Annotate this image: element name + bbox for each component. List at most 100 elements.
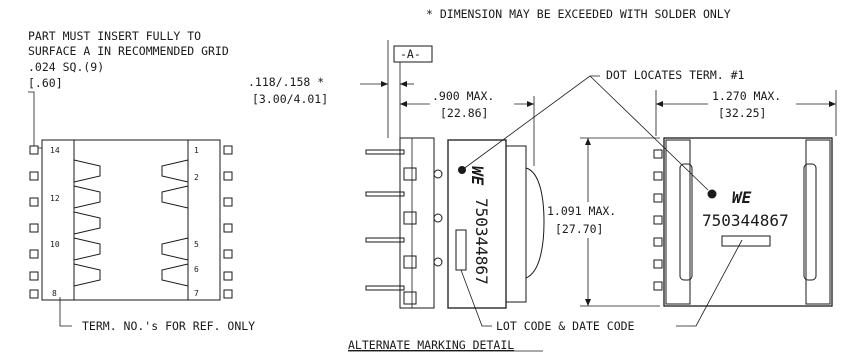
socket-hole xyxy=(433,169,443,179)
arrowhead xyxy=(400,81,407,87)
pin xyxy=(29,249,39,259)
terminal-label-8: 8 xyxy=(52,289,57,298)
pin xyxy=(29,271,39,281)
terminal-label-7: 7 xyxy=(194,289,199,298)
core-right-window xyxy=(803,163,817,281)
slot xyxy=(161,159,189,183)
top-pin xyxy=(653,171,663,181)
datum-label: -A- xyxy=(400,47,421,61)
lot-code-leader-right xyxy=(676,239,743,327)
top-logo: WE xyxy=(732,188,752,207)
grid-spec-leader xyxy=(28,91,42,149)
side-pin xyxy=(365,191,405,197)
top-view: 1.270 MAX. [32.25] 1.091 MAX. [27.70] WE… xyxy=(545,88,837,307)
dim-text-bg xyxy=(708,88,796,122)
top-pin xyxy=(653,193,663,203)
svg-text:750344867: 750344867 xyxy=(472,198,491,285)
pin xyxy=(223,197,233,207)
dim-text-bg xyxy=(545,202,631,238)
terminal-label-10: 10 xyxy=(50,240,60,249)
socket-hole xyxy=(433,257,443,267)
pin xyxy=(223,249,233,259)
bottom-view-frame xyxy=(41,139,221,301)
pin xyxy=(29,223,39,233)
slot xyxy=(161,237,189,261)
width-dim-mm: [32.25] xyxy=(718,106,766,120)
svg-text:WE: WE xyxy=(468,166,487,186)
bottom-view: 14 12 10 8 1 2 5 6 7 xyxy=(29,139,233,301)
slot xyxy=(73,237,101,261)
pin xyxy=(223,171,233,181)
core-right xyxy=(805,139,831,305)
terminal-label-14: 14 xyxy=(50,146,60,155)
pin xyxy=(29,197,39,207)
socket xyxy=(403,255,417,269)
side-lot-code-box xyxy=(455,229,467,271)
datum-box xyxy=(393,45,433,63)
socket xyxy=(403,291,417,305)
solder-note: * DIMENSION MAY BE EXCEEDED WITH SOLDER … xyxy=(426,7,731,21)
pin xyxy=(29,145,39,155)
arrowhead xyxy=(585,138,591,145)
top-pin1-dot xyxy=(707,189,717,199)
standoff-dim: .118/.158 * xyxy=(248,75,324,89)
slot xyxy=(73,211,101,235)
term-note: TERM. NO.'s FOR REF. ONLY xyxy=(82,319,255,333)
side-pin xyxy=(365,237,405,243)
slot xyxy=(73,263,101,287)
standoff-dim-mm: [3.00/4.01] xyxy=(252,92,328,106)
insert-note-line2: SURFACE A IN RECOMMENDED GRID xyxy=(28,44,229,58)
width-dim: 1.270 MAX. xyxy=(712,89,781,103)
side-part-number: 750344867 xyxy=(472,198,491,285)
dot-note: DOT LOCATES TERM. #1 xyxy=(606,68,745,82)
arrowhead xyxy=(585,299,591,306)
arrowhead xyxy=(527,101,534,107)
socket-hole xyxy=(433,213,443,223)
core-bulge xyxy=(525,167,545,279)
arrowhead xyxy=(656,101,663,107)
socket xyxy=(403,211,417,225)
side-view: -A- .118/.158 * [3.00/4.01] .900 MAX. [2… xyxy=(248,40,743,327)
pin xyxy=(223,223,233,233)
slot xyxy=(161,185,189,209)
slot xyxy=(73,185,101,209)
right-terminal-column xyxy=(187,139,221,301)
depth-dim: .900 MAX. xyxy=(432,89,494,103)
side-logo: WE xyxy=(468,166,487,186)
arrowhead xyxy=(400,101,407,107)
terminal-label-1: 1 xyxy=(194,146,199,155)
top-pin xyxy=(653,237,663,247)
terminal-label-2: 2 xyxy=(194,173,199,182)
lot-code-leader xyxy=(460,269,492,327)
pin xyxy=(223,145,233,155)
core-left-window xyxy=(679,163,693,281)
dim-text-bg xyxy=(430,88,514,122)
top-pin xyxy=(653,281,663,291)
core-left xyxy=(665,139,691,305)
pin xyxy=(223,271,233,281)
top-pin xyxy=(653,259,663,269)
height-dim: 1.091 MAX. xyxy=(547,204,616,218)
side-pin xyxy=(365,149,405,155)
top-pin xyxy=(653,149,663,159)
depth-dim-mm: [22.86] xyxy=(440,106,488,120)
terminal-label-6: 6 xyxy=(194,265,199,274)
arrowhead xyxy=(829,101,836,107)
arrowhead xyxy=(381,81,388,87)
insert-note-line1: PART MUST INSERT FULLY TO xyxy=(28,29,201,43)
top-body xyxy=(663,137,833,307)
term-note-leader xyxy=(59,297,72,327)
dot-leader-right xyxy=(589,75,709,191)
socket xyxy=(403,167,417,181)
terminal-label-5: 5 xyxy=(194,240,199,249)
left-terminal-column xyxy=(41,139,75,301)
pin xyxy=(223,289,233,299)
slot xyxy=(161,263,189,287)
slot xyxy=(73,159,101,183)
pin xyxy=(29,171,39,181)
grid-spec: .024 SQ.(9) xyxy=(28,60,104,74)
alternate-marking-title: ALTERNATE MARKING DETAIL xyxy=(348,338,514,352)
pin xyxy=(29,289,39,299)
